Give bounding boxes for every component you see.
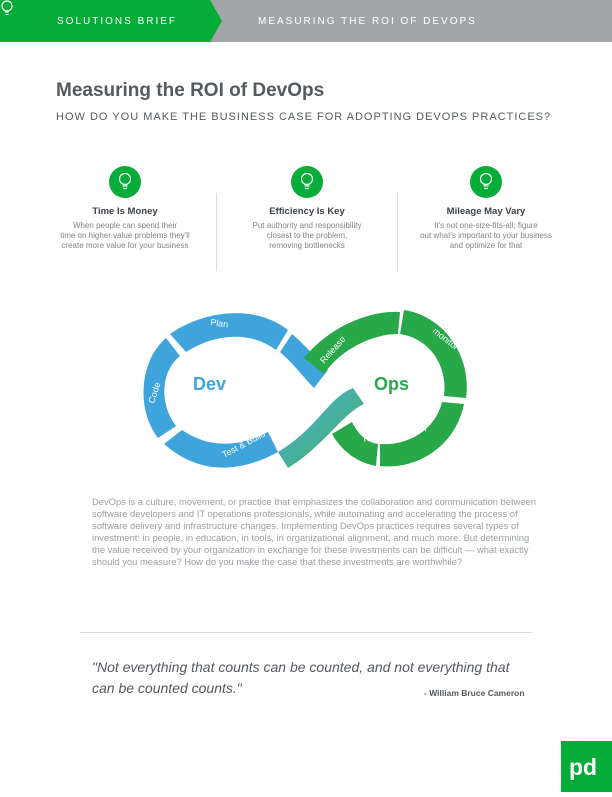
feature-line: create more value for your business (61, 241, 189, 250)
page-subtitle: HOW DO YOU MAKE THE BUSINESS CASE FOR AD… (56, 111, 552, 123)
feature-line: time on higher value problems they'll (60, 231, 190, 240)
feature-time-is-money: Time Is Money When people can spend thei… (40, 166, 210, 251)
pull-quote: "Not everything that counts can be count… (92, 657, 562, 699)
ops-loop (304, 310, 467, 467)
lightbulb-icon (1, 0, 13, 16)
feature-line: It's not one-size-fits-all; figure (434, 221, 538, 230)
pd-logo-icon: pd (561, 741, 612, 792)
feature-line: out what's important to your business (420, 231, 552, 240)
feature-line: Put authority and responsibility (252, 221, 362, 230)
dev-loop (143, 313, 328, 468)
feature-description: It's not one-size-fits-all; figure out w… (401, 221, 571, 251)
feature-title: Time Is Money (92, 206, 158, 217)
feature-efficiency-is-key: Efficiency Is Key Put authority and resp… (222, 166, 392, 251)
pagerduty-logo: pd (561, 741, 612, 792)
horizontal-divider (80, 632, 532, 633)
lightbulb-icon (470, 166, 502, 198)
body-paragraph: DevOps is a culture, movement, or practi… (92, 496, 536, 567)
ops-label: Ops (374, 374, 409, 394)
lightbulb-icon (291, 166, 323, 198)
dev-label: Dev (193, 374, 226, 394)
column-divider (216, 193, 217, 271)
feature-line: closest to the problem, (266, 231, 348, 240)
feature-description: Put authority and responsibility closest… (222, 221, 392, 251)
feature-title: Efficiency Is Key (269, 206, 345, 217)
quote-author: - William Bruce Cameron (424, 688, 525, 698)
column-divider (397, 193, 398, 271)
quote-line: "Not everything that counts can be count… (92, 659, 510, 675)
feature-title: Mileage May Vary (446, 206, 526, 217)
feature-line: When people can spend their (72, 221, 178, 230)
crossover-band (278, 388, 364, 468)
stage-plan: Plan (210, 317, 229, 329)
header-bar: SOLUTIONS BRIEF MEASURING THE ROI OF DEV… (0, 0, 612, 42)
feature-line: removing bottlenecks (269, 241, 345, 250)
devops-infinity-diagram: Dev Ops Plan Code Test & Build Release m… (143, 310, 467, 468)
feature-description: When people can spend their time on high… (40, 221, 210, 251)
document-label: MEASURING THE ROI OF DEVOPS (258, 16, 477, 27)
section-label: SOLUTIONS BRIEF (57, 16, 178, 27)
logo-text: pd (569, 754, 597, 780)
page-title: Measuring the ROI of DevOps (56, 80, 325, 101)
feature-mileage-may-vary: Mileage May Vary It's not one-size-fits-… (401, 166, 571, 251)
header-banner (0, 0, 612, 42)
lightbulb-icon (109, 166, 141, 198)
feature-line: and optimize for that (449, 241, 523, 250)
quote-line: can be counted counts." (92, 680, 242, 696)
